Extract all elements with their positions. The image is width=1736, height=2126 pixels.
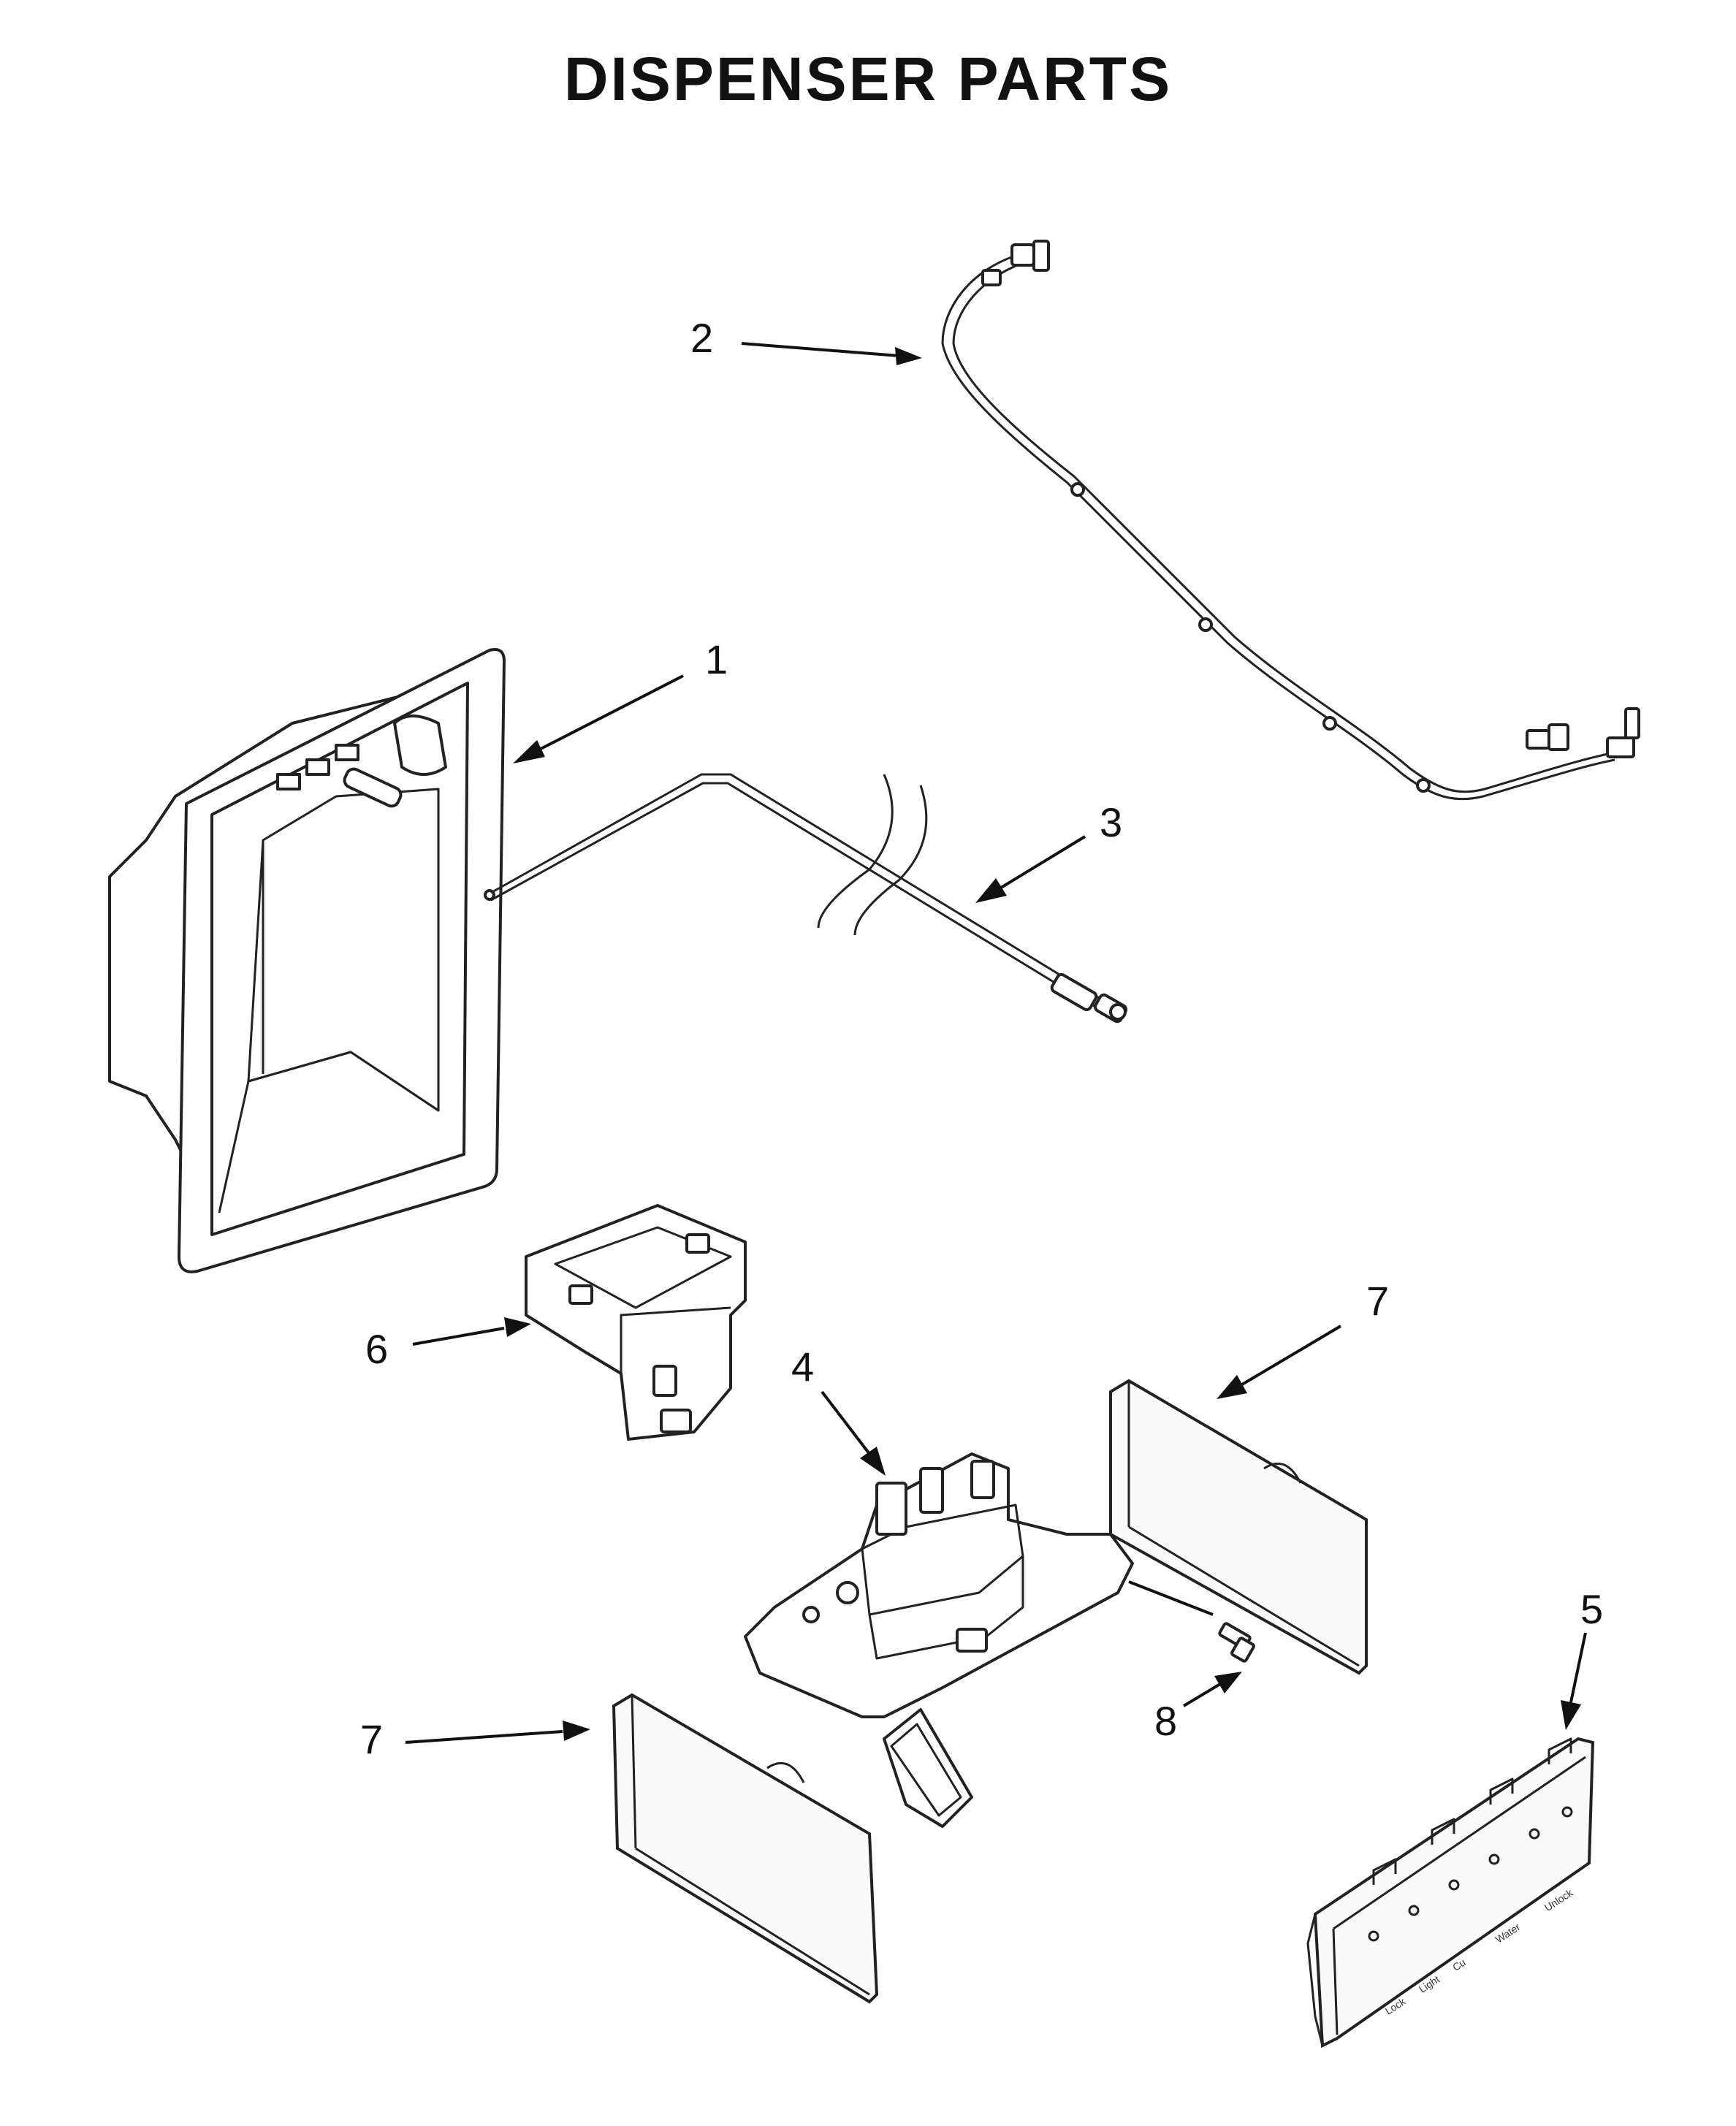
callout-leaders	[405, 342, 1587, 1744]
callout-8: 8	[1154, 1698, 1177, 1744]
callout-5: 5	[1580, 1586, 1603, 1632]
control-panel-part[interactable]: Lock Light Cu Water Unlock	[1306, 1737, 1595, 2049]
callout-6: 6	[365, 1326, 388, 1372]
callout-numbers: 1 2 3 4 5 6 7 7 8	[360, 315, 1603, 1762]
callout-1: 1	[705, 636, 728, 682]
water-tube-part[interactable]	[490, 773, 1128, 1024]
dispenser-housing-part[interactable]	[108, 648, 506, 1273]
wire-harness-part[interactable]	[941, 240, 1640, 801]
callout-7-lower: 7	[360, 1716, 383, 1762]
actuator-cradle-part[interactable]	[525, 1204, 747, 1441]
lever-assembly-part[interactable]	[744, 1452, 1214, 1828]
screw-part[interactable]	[1218, 1622, 1255, 1663]
callout-3: 3	[1100, 799, 1122, 845]
trim-panel-lower-part[interactable]	[612, 1693, 879, 2004]
callout-7-upper: 7	[1366, 1278, 1389, 1324]
page-title: DISPENSER PARTS	[563, 45, 1173, 113]
callout-2: 2	[690, 315, 713, 361]
callout-4: 4	[791, 1344, 814, 1390]
trim-panel-upper-part[interactable]	[1109, 1379, 1368, 1675]
